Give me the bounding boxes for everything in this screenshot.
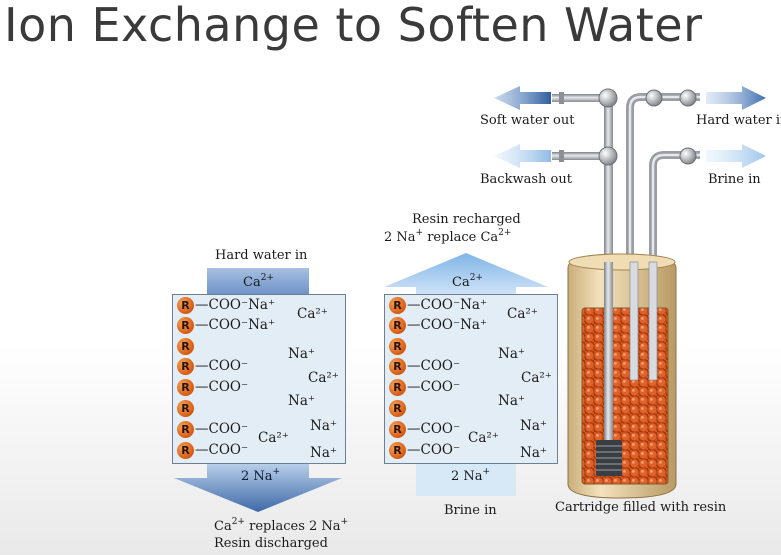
left-row-coo: —COO⁻ — [195, 421, 249, 437]
resin-cartridge-tank — [567, 253, 677, 499]
right-row-coo: —COO⁻ — [407, 379, 461, 395]
resin-bead: R — [389, 338, 406, 355]
left-ca-ion: Ca²⁺ — [308, 370, 339, 386]
resin-bead: R — [389, 358, 406, 375]
left-caption-line2: Resin discharged — [214, 536, 328, 551]
soft-water-out-label: Soft water out — [480, 113, 575, 128]
right-caption: Brine in — [444, 503, 497, 518]
right-ca-ion: Ca²⁺ — [507, 306, 538, 322]
left-bottom-ion: 2 Na+ — [241, 467, 281, 484]
brine-in-arrow — [706, 144, 766, 168]
resin-bead: R — [389, 442, 406, 459]
left-na-ion: Na⁺ — [288, 346, 315, 362]
right-row-coo-na: —COO⁻Na⁺ — [407, 317, 488, 333]
left-panel-header: Hard water in — [215, 248, 308, 263]
left-na-ion: Na⁺ — [310, 418, 337, 434]
resin-bead: R — [389, 421, 406, 438]
resin-bead: R — [177, 442, 194, 459]
backwash-out-label: Backwash out — [480, 172, 572, 187]
left-down-arrow-top — [207, 268, 309, 294]
pipe-network — [552, 88, 700, 268]
right-na-ion: Na⁺ — [520, 418, 547, 434]
right-row-coo-na: —COO⁻Na⁺ — [407, 297, 488, 313]
left-row-coo: —COO⁻ — [195, 442, 249, 458]
left-row-coo: —COO⁻ — [195, 358, 249, 374]
resin-bead: R — [177, 379, 194, 396]
left-caption-line1: Ca2+ replaces 2 Na+ — [214, 517, 349, 534]
left-resin-panel — [172, 294, 346, 464]
resin-bead: R — [389, 400, 406, 417]
right-na-ion: Na⁺ — [520, 445, 547, 461]
resin-bead: R — [389, 379, 406, 396]
backwash-out-arrow — [494, 144, 551, 168]
right-up-arrow-bottom — [416, 462, 516, 496]
right-bottom-ion: 2 Na+ — [451, 467, 491, 484]
resin-bead: R — [177, 358, 194, 375]
resin-bead: R — [177, 317, 194, 334]
left-top-ion: Ca2+ — [243, 273, 274, 290]
left-row-coo-na: —COO⁻Na⁺ — [195, 317, 276, 333]
page-title: Ion Exchange to Soften Water — [4, 0, 703, 52]
left-na-ion: Na⁺ — [288, 393, 315, 409]
hard-water-in-arrow — [706, 86, 766, 110]
left-na-ion: Na⁺ — [310, 445, 337, 461]
right-row-coo: —COO⁻ — [407, 358, 461, 374]
right-row-coo: —COO⁻ — [407, 442, 461, 458]
right-row-coo: —COO⁻ — [407, 421, 461, 437]
right-header-line2: 2 Na+ replace Ca2+ — [384, 228, 512, 245]
soft-water-out-arrow — [494, 86, 551, 110]
resin-bead: R — [177, 400, 194, 417]
resin-bead: R — [389, 317, 406, 334]
right-resin-panel — [384, 294, 558, 464]
right-na-ion: Na⁺ — [498, 393, 525, 409]
resin-bead: R — [177, 297, 194, 314]
left-row-coo-na: —COO⁻Na⁺ — [195, 297, 276, 313]
right-header-line1: Resin recharged — [412, 212, 521, 227]
left-row-coo: —COO⁻ — [195, 379, 249, 395]
right-na-ion: Na⁺ — [498, 346, 525, 362]
resin-bead: R — [177, 338, 194, 355]
left-ca-ion: Ca²⁺ — [258, 430, 289, 446]
cartridge-label: Cartridge filled with resin — [555, 500, 727, 515]
right-top-ion: Ca2+ — [452, 273, 483, 290]
right-ca-ion: Ca²⁺ — [521, 370, 552, 386]
brine-in-label-top: Brine in — [708, 172, 761, 187]
left-ca-ion: Ca²⁺ — [297, 306, 328, 322]
left-down-arrow-bottom — [174, 462, 342, 512]
resin-bead: R — [389, 297, 406, 314]
right-ca-ion: Ca²⁺ — [468, 430, 499, 446]
resin-bead: R — [177, 421, 194, 438]
hard-water-in-label: Hard water in — [696, 113, 781, 128]
right-up-arrow-top — [384, 253, 548, 294]
